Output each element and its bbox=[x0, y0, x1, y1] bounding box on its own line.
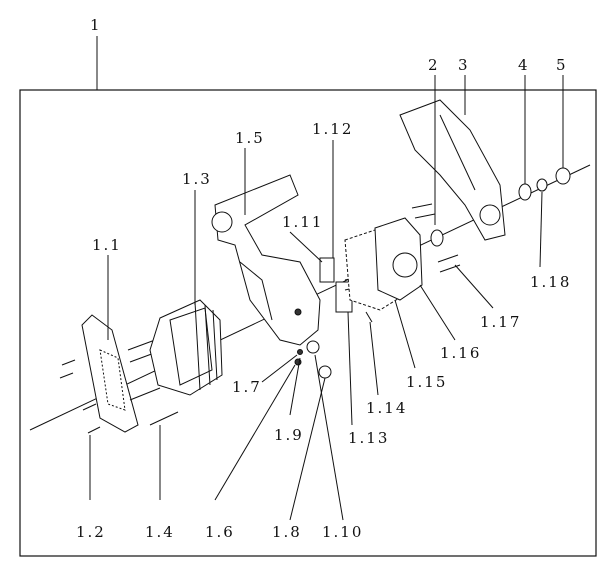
label-5: 5 bbox=[556, 56, 568, 74]
mounting-bracket bbox=[399, 99, 506, 241]
flange-plate bbox=[81, 314, 139, 433]
label-1-13: 1.13 bbox=[348, 429, 389, 447]
label-1-1: 1.1 bbox=[92, 236, 122, 254]
label-2: 2 bbox=[428, 56, 440, 74]
label-1-8: 1.8 bbox=[272, 523, 302, 541]
stator-housing bbox=[149, 299, 223, 396]
label-1-4: 1.4 bbox=[145, 523, 175, 541]
assembly-frame bbox=[19, 89, 597, 557]
washers-nuts bbox=[430, 167, 571, 247]
bolts-left bbox=[59, 339, 179, 434]
fittings bbox=[294, 340, 332, 379]
label-1-7: 1.7 bbox=[232, 378, 262, 396]
label-1-9: 1.9 bbox=[274, 426, 304, 444]
label-1-5: 1.5 bbox=[235, 129, 265, 147]
label-1-18: 1.18 bbox=[530, 273, 571, 291]
gasket-cover bbox=[344, 217, 423, 311]
label-1-16: 1.16 bbox=[440, 344, 481, 362]
frame-body bbox=[211, 174, 321, 346]
label-4: 4 bbox=[518, 56, 530, 74]
label-1-11: 1.11 bbox=[282, 213, 323, 231]
label-1-3: 1.3 bbox=[182, 170, 212, 188]
label-1-6: 1.6 bbox=[205, 523, 235, 541]
label-3: 3 bbox=[458, 56, 470, 74]
label-1-2: 1.2 bbox=[76, 523, 106, 541]
label-1-15: 1.15 bbox=[406, 373, 447, 391]
label-1-12: 1.12 bbox=[312, 120, 353, 138]
label-1-17: 1.17 bbox=[480, 313, 521, 331]
label-1: 1 bbox=[90, 16, 102, 34]
leader-lines bbox=[89, 75, 564, 521]
label-1-10: 1.10 bbox=[322, 523, 363, 541]
label-1-14: 1.14 bbox=[366, 399, 407, 417]
